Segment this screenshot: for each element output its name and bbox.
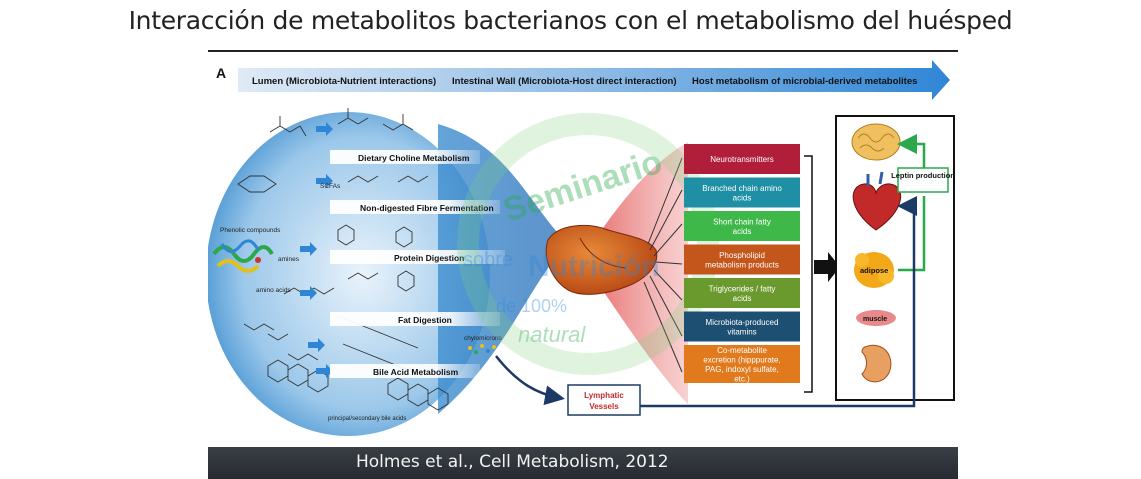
- lymphatic-label-1: Lymphatic: [584, 391, 624, 400]
- bar-bile: Bile Acid Metabolism: [373, 367, 459, 377]
- lymphatic-label-2: Vessels: [589, 402, 619, 411]
- chylomicron-dots: [468, 344, 496, 354]
- metabolite-label: excretion (hipppurate,: [703, 355, 780, 364]
- label-amines: amines: [278, 256, 300, 263]
- metabolite-box: [684, 177, 800, 208]
- watermark-line3: Nutrición: [528, 250, 660, 283]
- arrow-label-wall: Intestinal Wall (Microbiota-Host direct …: [452, 76, 677, 87]
- watermark-line4: de 100%: [496, 296, 567, 316]
- liver-output-arrows: [643, 157, 683, 373]
- metabolite-label: acids: [733, 193, 752, 202]
- citation-bar: Holmes et al., Cell Metabolism, 2012: [208, 447, 958, 479]
- leptin-label: Leptin production: [891, 171, 955, 180]
- metabolite-label: acids: [733, 294, 752, 303]
- arrow-label-host: Host metabolism of microbial-derived met…: [692, 76, 917, 87]
- metabolite-box: [684, 311, 800, 342]
- metabolite-label: Short chain fatty: [713, 217, 771, 226]
- metabolite-label: metabolism products: [705, 260, 779, 269]
- liver-icon: [545, 224, 658, 295]
- organs-panel: adipose muscle Leptin production: [835, 115, 955, 401]
- label-scfas: SCFAs: [320, 183, 341, 190]
- metabolite-label: Co-metabolite: [717, 346, 767, 355]
- bar-fibre: Non-digested Fibre Fermentation: [360, 203, 494, 213]
- bar-protein: Protein Digestion: [394, 253, 464, 263]
- lumen-region: Dietary Choline Metabolism Non-digested …: [206, 108, 568, 436]
- adipose-icon: adipose: [854, 252, 894, 288]
- lymphatic-pathway: Lymphatic Vessels: [495, 196, 917, 416]
- flow-arrows: [300, 122, 333, 378]
- metabolite-label: vitamins: [727, 327, 756, 336]
- metabolite-label: Neurotransmitters: [710, 155, 774, 164]
- metabolite-box: [684, 211, 800, 241]
- leptin-arrow-brain: [897, 134, 926, 168]
- metabolite-box: [684, 278, 800, 308]
- label-phenolic: Phenolic compounds: [220, 227, 281, 234]
- arrow-label-lumen: Lumen (Microbiota-Nutrient interactions): [252, 76, 436, 87]
- title-divider: [208, 50, 958, 52]
- metabolite-box: [684, 244, 800, 275]
- metabolite-label: Branched chain amino: [702, 184, 782, 193]
- kidney-icon: [861, 344, 892, 383]
- metabolism-bars: Dietary Choline Metabolism Non-digested …: [330, 150, 505, 378]
- metabolite-label: Phospholipid: [719, 251, 765, 260]
- leptin-arrow-up: [898, 196, 926, 272]
- label-bile-acids: principal/secondary bile acids: [328, 416, 406, 422]
- figure-svg: A Lumen (Microbiota-Nutrient interaction…: [206, 60, 955, 436]
- to-organs-arrow: [814, 252, 840, 282]
- adipose-label: adipose: [860, 266, 888, 275]
- label-chylomicrons: chylomicrons: [464, 335, 503, 342]
- intestinal-funnel: [438, 124, 568, 414]
- metabolite-label: acids: [733, 227, 752, 236]
- label-amino-acids: amino acids: [256, 287, 291, 294]
- muscle-icon: muscle: [856, 310, 896, 326]
- metabolite-box: [684, 144, 800, 174]
- watermark-line2: sobre: [463, 249, 513, 271]
- brain-icon: [851, 123, 901, 161]
- muscle-label: muscle: [863, 316, 887, 323]
- panel-label: A: [216, 65, 226, 81]
- watermark-line5: natural: [518, 322, 586, 347]
- metabolite-bracket: [804, 155, 813, 393]
- metabolite-label: etc.): [734, 374, 750, 383]
- protein-structure-icon: [212, 239, 274, 273]
- metabolism-figure: A Lumen (Microbiota-Nutrient interaction…: [206, 54, 958, 446]
- citation-text: Holmes et al., Cell Metabolism, 2012: [356, 452, 669, 472]
- bar-fat: Fat Digestion: [398, 315, 452, 325]
- slide-title: Interacción de metabolitos bacterianos c…: [128, 6, 1013, 35]
- bar-choline: Dietary Choline Metabolism: [358, 153, 470, 163]
- metabolite-label: Microbiota-produced: [706, 318, 779, 327]
- metabolite-label: Triglycerides / fatty: [709, 284, 776, 293]
- progression-arrow: Lumen (Microbiota-Nutrient interactions)…: [238, 60, 950, 100]
- metabolite-label: PAG, indoxyl sulfate,: [705, 365, 779, 374]
- metabolite-box: [684, 345, 800, 383]
